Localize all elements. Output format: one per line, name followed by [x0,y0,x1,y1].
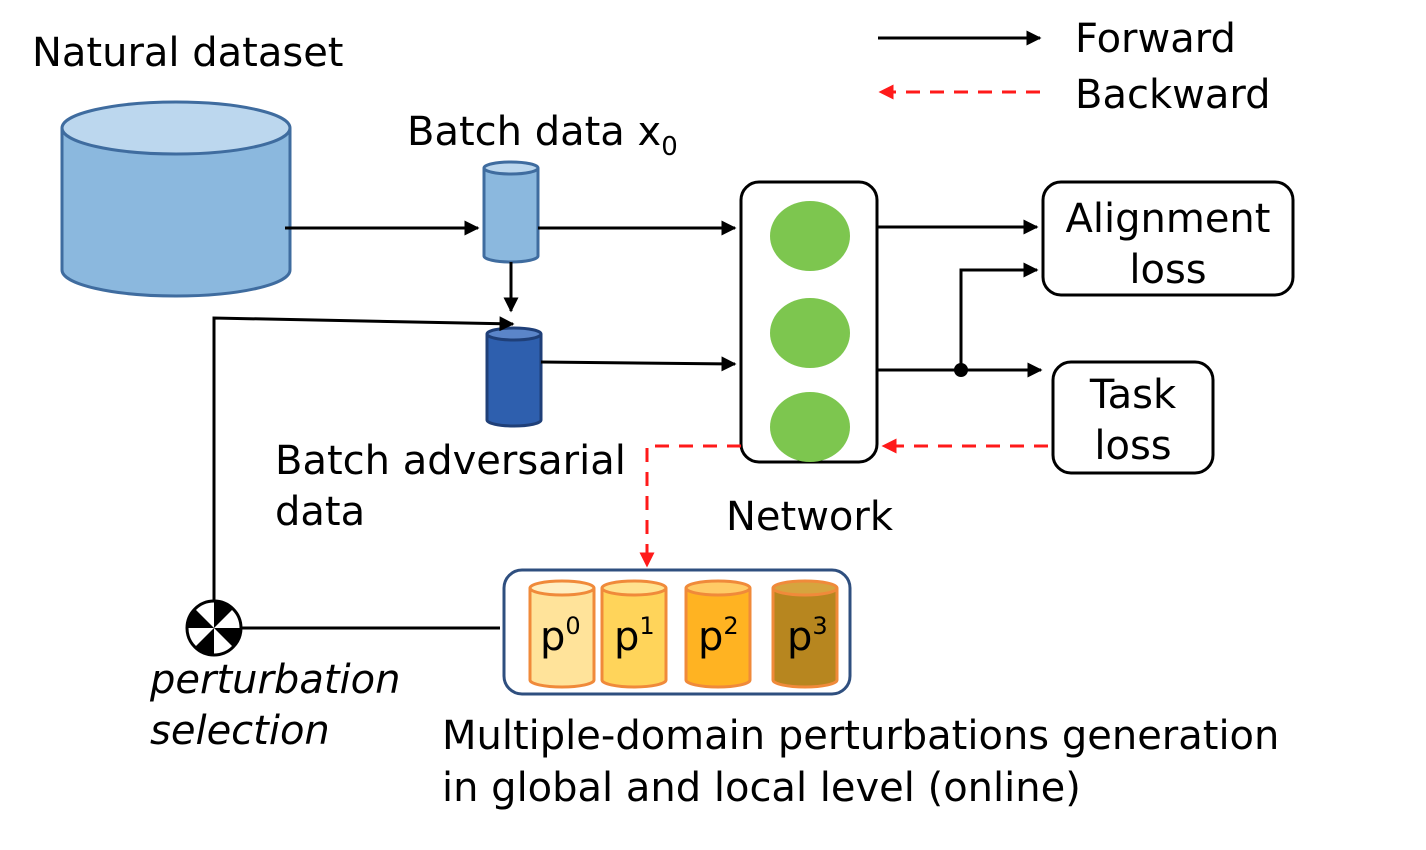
p1-sup: 1 [639,612,654,640]
network-title: Network [726,494,894,540]
network-node-bottom [770,392,850,462]
task-loss-box [1051,360,1215,475]
dataset-cylinder-icon [60,100,292,298]
forward-arrows [212,219,1043,630]
adversarial-title-line2: data [275,489,365,535]
batch-cylinder-icon [482,160,540,264]
p2-base: p [698,614,723,660]
task-loss-line1: Task [1089,372,1177,418]
alignment-loss-line2: loss [1129,247,1206,293]
arrow-branch-to-alignment [959,262,1039,370]
p1-base: p [614,614,639,660]
selection-wheel-icon [185,599,243,657]
arrow-adversarial-to-network [540,356,737,372]
task-loss-line2: loss [1094,423,1171,469]
legend-backward-label: Backward [1075,72,1270,118]
batch-title-main: Batch data x [407,109,661,155]
perturbation-p1: p1 [600,579,668,689]
network-node-middle [770,298,850,368]
alignment-loss-line1: Alignment [1066,196,1271,242]
selection-label-line2: selection [150,708,330,754]
svg-text:p1: p1 [614,612,655,660]
network-node-top [770,201,850,271]
batch-title: Batch data x0 [407,109,678,162]
p0-base: p [540,614,565,660]
p3-base: p [787,614,812,660]
p2-sup: 2 [723,612,738,640]
svg-text:p2: p2 [698,612,739,660]
generation-caption-line2: in global and local level (online) [442,765,1081,811]
svg-text:p3: p3 [787,612,828,660]
generation-caption-line1: Multiple-domain perturbations generation [442,713,1279,759]
legend: Forward Backward [878,16,1270,118]
alignment-loss-box [1041,180,1295,297]
adversarial-title-line1: Batch adversarial [275,438,626,484]
legend-forward-label: Forward [1075,16,1236,62]
svg-text:p0: p0 [540,612,581,660]
perturbation-p2: p2 [684,579,752,689]
perturbation-p0: p0 [528,579,596,689]
arrow-network-to-perturbations [639,444,741,568]
batch-title-subscript: 0 [661,132,678,162]
backward-arrows [639,438,1048,568]
p3-sup: 3 [812,612,827,640]
adversarial-cylinder-icon [485,326,543,428]
perturbation-p3: p3 [771,579,839,689]
dataset-title: Natural dataset [32,30,343,76]
branch-junction-dot [954,363,968,377]
selection-label-line1: perturbation [149,657,400,703]
p0-sup: 0 [565,612,580,640]
arrow-selection-to-adversarial [212,316,515,600]
